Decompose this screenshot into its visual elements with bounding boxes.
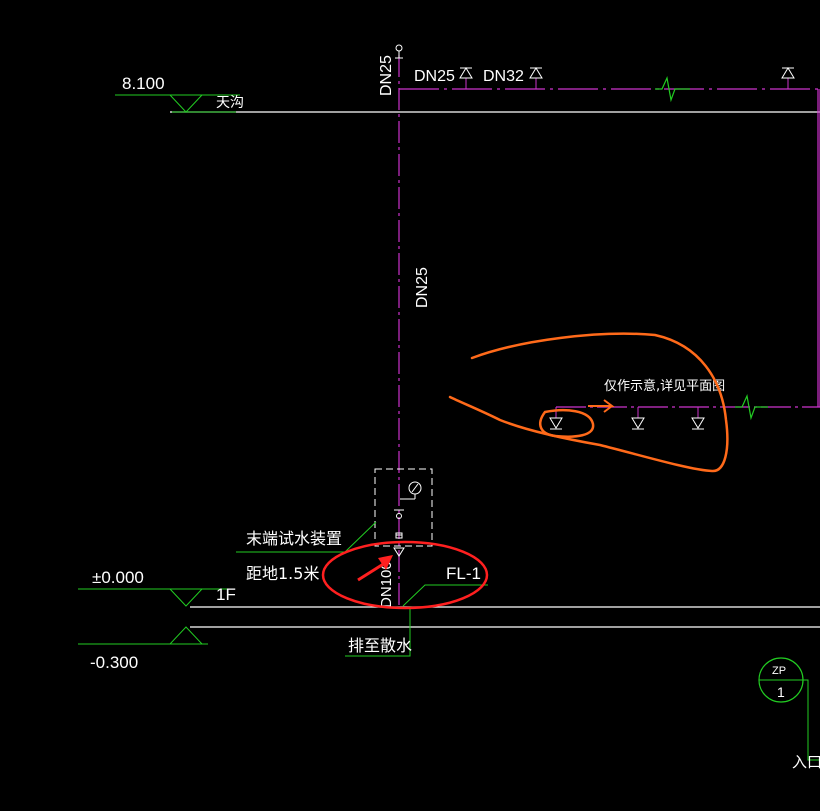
end-test-device-box <box>374 468 433 547</box>
elevation-mark-outdoor <box>78 626 208 645</box>
outdoor-elevation-text: -0.300 <box>90 653 138 672</box>
pipe-dn100-label: DN100 <box>378 561 395 608</box>
drain-note-text: 排至散水 <box>348 636 412 655</box>
test-nozzle-icon <box>393 547 405 557</box>
riser-top-valve-icon <box>395 44 403 59</box>
pendant-sprinkler-icon <box>631 407 645 430</box>
roof-elevation-text: 8.100 <box>122 74 165 93</box>
elevation-mark-ground <box>78 588 235 607</box>
pendant-sprinkler-icon <box>691 407 705 430</box>
schematic-note-text: 仅作示意,详见平面图 <box>604 378 725 394</box>
riser-label-leader <box>402 584 488 607</box>
orange-markup-pointer <box>588 399 615 413</box>
top-branch-break-icon <box>655 76 690 103</box>
drain-leader <box>345 606 411 657</box>
inlet-label-text: 入口 <box>792 753 820 771</box>
ground-floor-label: 1F <box>216 585 236 604</box>
height-note-text: 距地1.5米 <box>246 564 319 583</box>
pipe-dn25-horizontal-label: DN25 <box>414 68 455 85</box>
sprinkler-head-icon <box>781 67 795 89</box>
red-markup-ellipse <box>321 540 489 610</box>
zp-circle-top-text: ZP <box>772 665 786 677</box>
ground-elevation-text: ±0.000 <box>92 568 144 587</box>
elevation-mark-roof <box>115 94 240 113</box>
sprinkler-head-icon <box>529 67 543 89</box>
pendant-sprinkler-icon <box>549 407 563 430</box>
riser-label-text: FL-1 <box>446 564 481 583</box>
orange-markup-scribble <box>448 332 729 473</box>
pipe-dn25-vertical-top-label: DN25 <box>378 55 395 96</box>
pipe-dn25-vertical-mid-label: DN25 <box>414 267 431 308</box>
pipe-dn32-label: DN32 <box>483 68 524 85</box>
sprinkler-head-icon <box>459 67 473 89</box>
pressure-gauge-icon <box>400 481 422 500</box>
zp-index-circle <box>758 657 820 761</box>
zp-circle-bottom-text: 1 <box>777 684 785 700</box>
red-arrow-icon <box>357 555 393 582</box>
roof-label-text: 天沟 <box>216 95 244 111</box>
test-valve-icon <box>394 509 404 539</box>
end-test-device-text: 末端试水装置 <box>246 529 342 548</box>
orange-markup-small-loop <box>539 408 595 438</box>
middle-branch-break-icon <box>735 394 768 421</box>
